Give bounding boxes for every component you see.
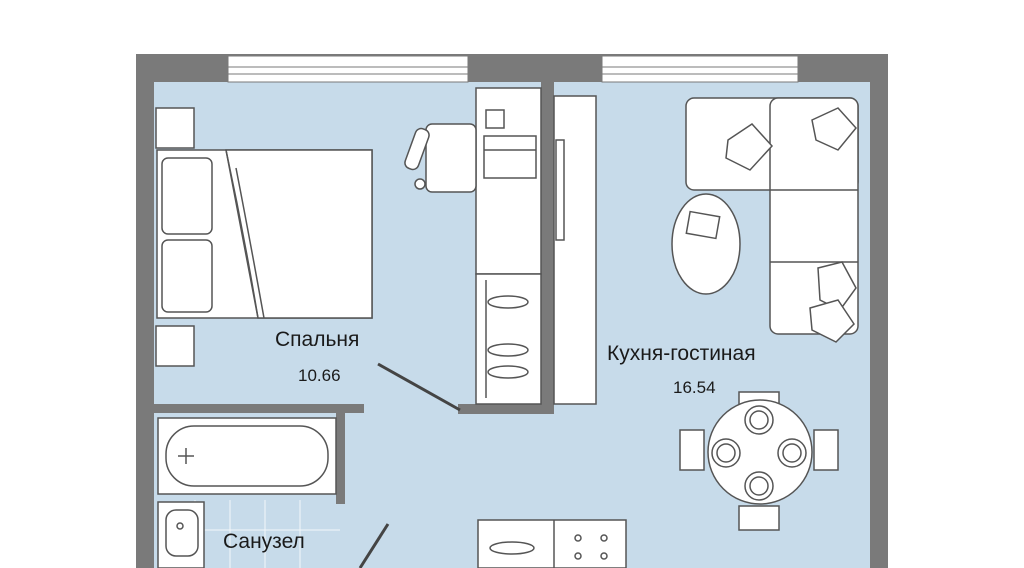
office-chair xyxy=(404,123,477,193)
bed xyxy=(156,149,373,319)
bedroom-name: Спальня xyxy=(275,328,360,351)
door-bedroom xyxy=(377,362,461,412)
coffee-table xyxy=(671,193,741,295)
bathtub xyxy=(157,417,337,495)
door-bathroom xyxy=(358,523,390,568)
wardrobe-bedroom xyxy=(475,273,542,405)
sink xyxy=(157,501,205,568)
sofa xyxy=(685,97,859,343)
window-kitchen xyxy=(601,55,799,83)
window-bedroom xyxy=(227,55,469,83)
kitchen-living-area: 16.54 xyxy=(673,378,716,397)
kitchen-counter xyxy=(477,519,627,568)
bathroom-name: Санузел xyxy=(223,530,305,553)
tv-cabinet xyxy=(553,95,597,405)
bedroom-area: 10.66 xyxy=(298,366,341,385)
nightstand xyxy=(155,325,195,367)
interior-walls xyxy=(154,82,554,504)
nightstand xyxy=(155,107,195,149)
desk xyxy=(475,87,542,275)
kitchen-living-name: Кухня-гостиная xyxy=(607,342,756,365)
dining-table xyxy=(679,391,839,531)
